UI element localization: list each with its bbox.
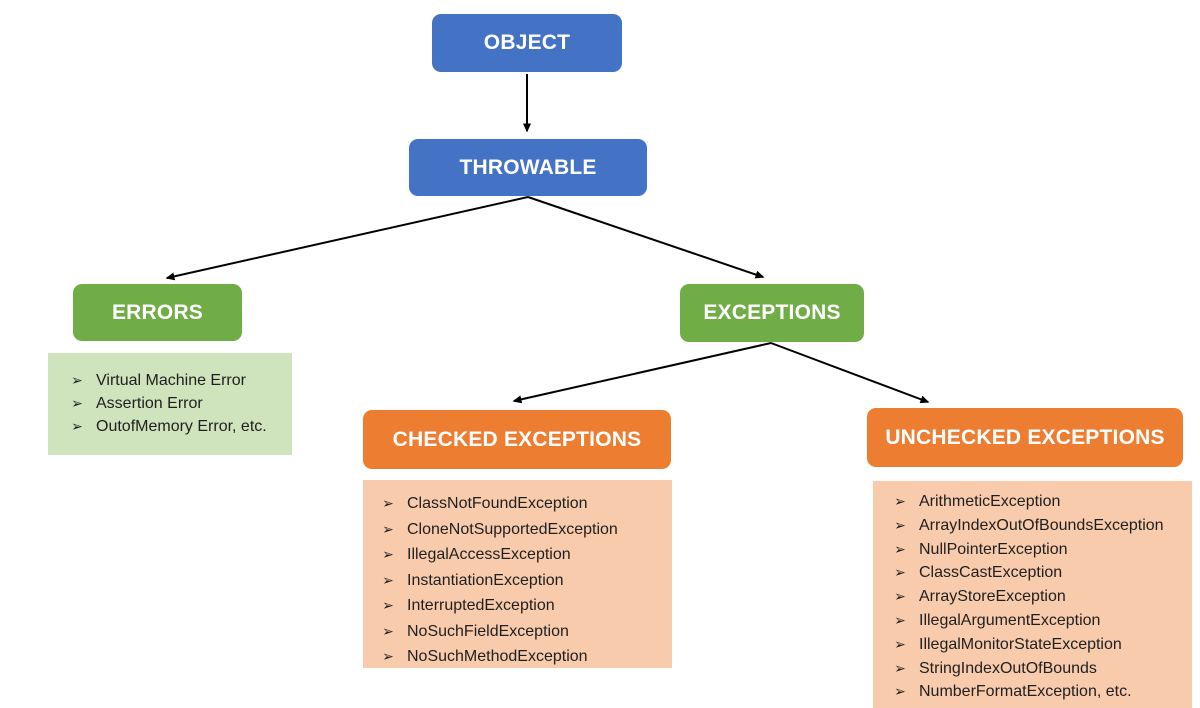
arrow-bullet-icon: ➢ [382, 495, 394, 511]
list-item: ➢ NumberFormatException, etc. [881, 680, 1188, 704]
arrow-bullet-icon: ➢ [71, 395, 83, 411]
arrow-bullet-icon: ➢ [382, 546, 394, 562]
list-item-label: StringIndexOutOfBounds [919, 659, 1097, 677]
list-item: ➢ NoSuchMethodException [369, 644, 668, 670]
arrow-bullet-icon: ➢ [894, 635, 906, 652]
list-item: ➢ ClassNotFoundException [369, 491, 668, 517]
list-item-label: NoSuchMethodException [407, 648, 588, 665]
list-item-label: IllegalMonitorStateException [919, 635, 1122, 653]
node-errors: ERRORS [73, 284, 242, 341]
list-item: ➢ ArrayStoreException [881, 585, 1188, 609]
arrow-bullet-icon: ➢ [382, 597, 394, 613]
list-item: ➢ Assertion Error [58, 392, 288, 415]
errors-list: ➢ Virtual Machine Error ➢ Assertion Error ➢ O… [58, 369, 288, 438]
arrow-exceptions-to-unchecked [770, 342, 930, 404]
list-item: ➢ IllegalArgumentException [881, 609, 1188, 633]
list-item: ➢ Virtual Machine Error [58, 369, 288, 392]
node-object: OBJECT [432, 14, 622, 72]
list-item: ➢ CloneNotSupportedException [369, 517, 668, 543]
node-unchecked-exceptions: UNCHECKED EXCEPTIONS [867, 408, 1183, 467]
list-item-label: NumberFormatException, etc. [919, 683, 1132, 701]
checked-exceptions-list-panel: ➢ ClassNotFoundException ➢ CloneNotSupporte… [363, 480, 672, 668]
list-item: ➢ IllegalMonitorStateException [881, 633, 1188, 657]
list-item: ➢ IllegalAccessException [369, 542, 668, 568]
list-item-label: ClassNotFoundException [407, 495, 588, 512]
arrow-bullet-icon: ➢ [894, 588, 906, 605]
arrow-bullet-icon: ➢ [894, 611, 906, 628]
list-item-label: InterruptedException [407, 597, 555, 614]
arrow-bullet-icon: ➢ [894, 493, 906, 509]
node-checked-exceptions: CHECKED EXCEPTIONS [363, 410, 671, 469]
arrow-bullet-icon: ➢ [894, 683, 906, 700]
list-item-label: ClassCastException [919, 564, 1063, 582]
arrow-exceptions-to-checked [512, 342, 772, 404]
arrow-bullet-icon: ➢ [382, 520, 394, 537]
node-throwable: THROWABLE [409, 139, 647, 196]
node-unchecked-exceptions-label: UNCHECKED EXCEPTIONS [885, 425, 1165, 449]
arrow-bullet-icon: ➢ [382, 622, 394, 639]
list-item-label: Assertion Error [96, 395, 203, 412]
checked-exceptions-list: ➢ ClassNotFoundException ➢ CloneNotSupporte… [369, 491, 668, 670]
arrow-bullet-icon: ➢ [894, 540, 906, 557]
list-item: ➢ ArithmeticException [881, 490, 1188, 514]
list-item-label: CloneNotSupportedException [407, 520, 618, 538]
list-item-label: NoSuchFieldException [407, 622, 569, 640]
list-item-label: InstantiationException [407, 571, 564, 589]
arrow-bullet-icon: ➢ [71, 418, 83, 434]
list-item: ➢ ClassCastException [881, 561, 1188, 585]
arrow-bullet-icon: ➢ [894, 659, 906, 676]
arrow-bullet-icon: ➢ [382, 571, 394, 588]
list-item-label: OutofMemory Error, etc. [96, 418, 267, 435]
list-item-label: Virtual Machine Error [96, 372, 246, 389]
list-item-label: IllegalArgumentException [919, 611, 1101, 629]
list-item: ➢ StringIndexOutOfBounds [881, 657, 1188, 681]
unchecked-exceptions-list: ➢ ArithmeticException ➢ ArrayIndexOutOfBoun… [881, 490, 1188, 704]
arrow-throwable-to-exceptions [527, 196, 765, 279]
arrow-bullet-icon: ➢ [71, 372, 83, 388]
list-item-label: IllegalAccessException [407, 546, 571, 563]
errors-list-panel: ➢ Virtual Machine Error ➢ Assertion Error ➢ O… [48, 353, 292, 455]
arrow-throwable-to-errors [165, 196, 529, 281]
list-item: ➢ ArrayIndexOutOfBoundsException [881, 514, 1188, 538]
list-item: ➢ InterruptedException [369, 593, 668, 619]
list-item-label: ArrayIndexOutOfBoundsException [919, 516, 1164, 534]
node-throwable-label: THROWABLE [459, 155, 597, 179]
list-item: ➢ NoSuchFieldException [369, 619, 668, 645]
arrow-bullet-icon: ➢ [382, 648, 394, 664]
node-checked-exceptions-label: CHECKED EXCEPTIONS [392, 427, 642, 451]
list-item-label: ArrayStoreException [919, 588, 1066, 606]
list-item: ➢ InstantiationException [369, 568, 668, 594]
list-item-label: ArithmeticException [919, 493, 1061, 510]
node-exceptions: EXCEPTIONS [680, 284, 864, 342]
list-item: ➢ OutofMemory Error, etc. [58, 415, 288, 438]
node-errors-label: ERRORS [111, 300, 204, 324]
unchecked-exceptions-list-panel: ➢ ArithmeticException ➢ ArrayIndexOutOfBoun… [873, 481, 1192, 708]
node-exceptions-label: EXCEPTIONS [703, 301, 841, 324]
arrow-bullet-icon: ➢ [894, 564, 906, 581]
list-item-label: NullPointerException [919, 540, 1068, 558]
list-item: ➢ NullPointerException [881, 538, 1188, 562]
arrow-bullet-icon: ➢ [894, 516, 906, 533]
node-object-label: OBJECT [483, 31, 571, 54]
